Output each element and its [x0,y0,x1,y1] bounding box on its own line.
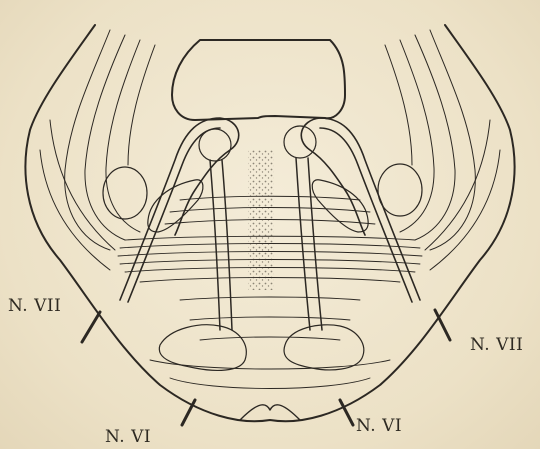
ventricle-cavity [172,40,345,120]
left-lateral-nucleus [103,167,147,219]
label-nerve-vii-left: N. VII [8,296,61,316]
fibre-lines-left [40,30,155,270]
right-pyramid [284,325,364,370]
left-facial-nucleus [148,180,203,232]
right-nerve-vii-root [435,310,450,340]
label-nerve-vii-right: N. VII [470,335,523,355]
label-nerve-vi-right: N. VI [356,416,402,436]
median-raphe [248,150,274,290]
fibre-lines-right [385,30,500,270]
left-nerve-vii-root [82,312,100,342]
right-lateral-nucleus [378,164,422,216]
left-abducens-root [210,160,220,330]
right-facial-loop [301,118,420,300]
left-facial-loop [120,118,239,300]
left-pyramid [159,325,246,371]
right-abducens-nucleus [284,126,316,158]
left-abducens-nucleus [199,129,231,161]
label-nerve-vi-left: N. VI [105,427,151,447]
